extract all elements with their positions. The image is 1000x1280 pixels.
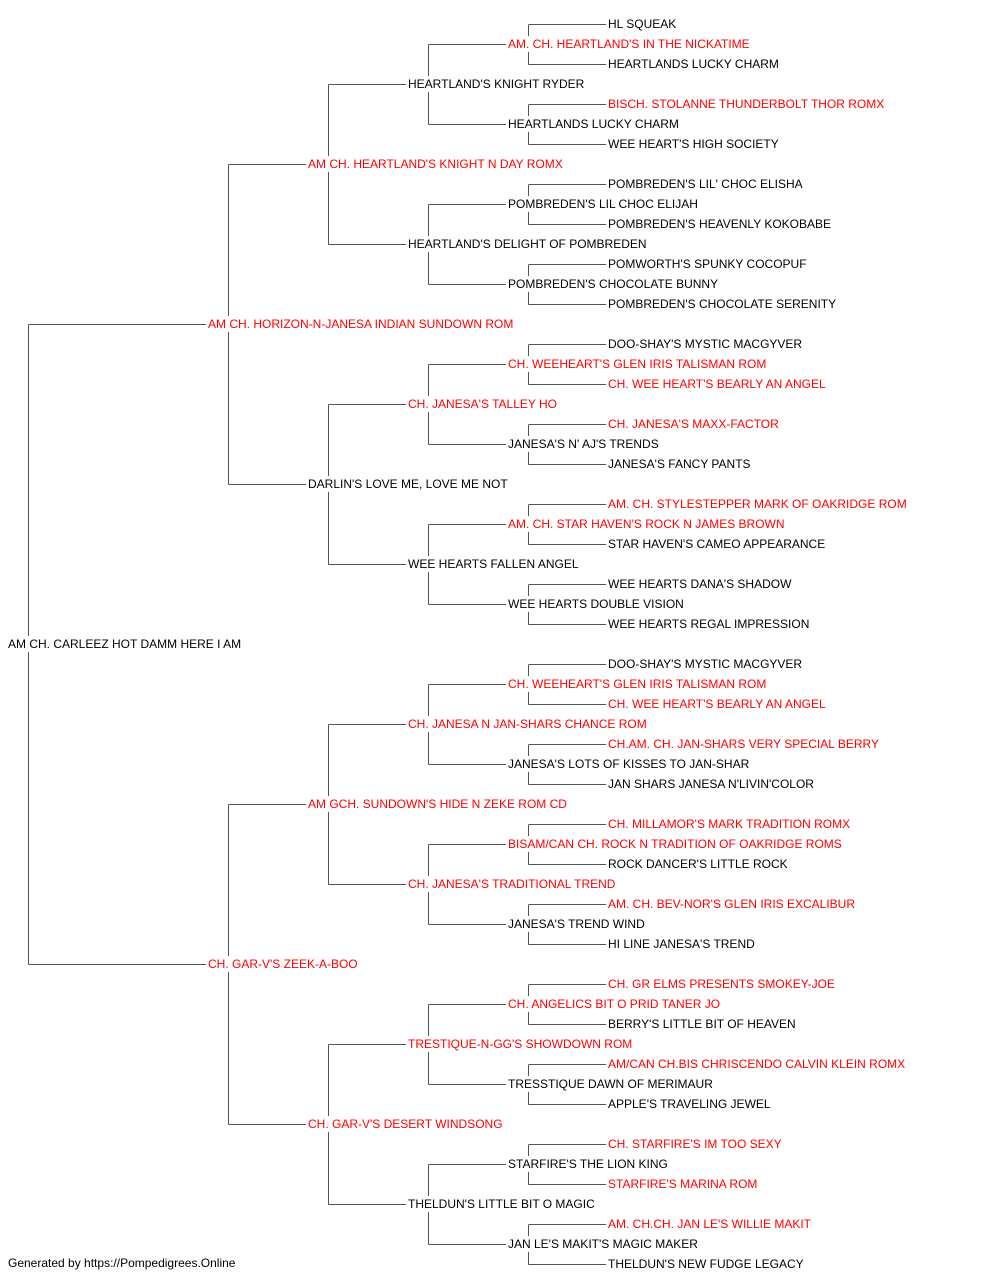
pedigree-node-dam-gen5[interactable]: JANESA'S FANCY PANTS — [608, 457, 751, 471]
generated-by-footer: Generated by https://Pompedigrees.Online — [8, 1256, 236, 1270]
pedigree-node-sire-gen4[interactable]: POMBREDEN'S LIL CHOC ELIJAH — [508, 197, 698, 211]
pedigree-node-sire-gen3[interactable]: CH. JANESA N JAN-SHARS CHANCE ROM — [408, 717, 647, 731]
pedigree-node-dam-gen5[interactable]: POMBREDEN'S CHOCOLATE SERENITY — [608, 297, 836, 311]
pedigree-node-sire-gen2[interactable]: AM CH. HEARTLAND'S KNIGHT N DAY ROMX — [308, 157, 563, 171]
pedigree-node-dam-gen5[interactable]: APPLE'S TRAVELING JEWEL — [608, 1097, 771, 1111]
pedigree-node-dam-gen5[interactable]: POMBREDEN'S HEAVENLY KOKOBABE — [608, 217, 831, 231]
pedigree-node-dam-gen4[interactable]: TRESSTIQUE DAWN OF MERIMAUR — [508, 1077, 713, 1091]
pedigree-node-dam-gen5[interactable]: WEE HEART'S HIGH SOCIETY — [608, 137, 779, 151]
pedigree-node-dam-gen4[interactable]: JANESA'S TREND WIND — [508, 917, 645, 931]
pedigree-node-dam-gen4[interactable]: JAN LE'S MAKIT'S MAGIC MAKER — [508, 1237, 698, 1251]
pedigree-node-sire-gen4[interactable]: AM. CH. STAR HAVEN'S ROCK N JAMES BROWN — [508, 517, 785, 531]
pedigree-node-dam-gen1[interactable]: CH. GAR-V'S ZEEK-A-BOO — [208, 957, 358, 971]
pedigree-node-dam-gen2[interactable]: CH. GAR-V'S DESERT WINDSONG — [308, 1117, 503, 1131]
pedigree-node-sire-gen4[interactable]: BISAM/CAN CH. ROCK N TRADITION OF OAKRID… — [508, 837, 842, 851]
pedigree-node-dam-gen2[interactable]: DARLIN'S LOVE ME, LOVE ME NOT — [308, 477, 508, 491]
pedigree-node-sire-gen4[interactable]: CH. ANGELICS BIT O PRID TANER JO — [508, 997, 720, 1011]
pedigree-node-dam-gen5[interactable]: JAN SHARS JANESA N'LIVIN'COLOR — [608, 777, 814, 791]
pedigree-node-dam-gen3[interactable]: WEE HEARTS FALLEN ANGEL — [408, 557, 579, 571]
pedigree-node-sire-gen5[interactable]: AM. CH. STYLESTEPPER MARK OF OAKRIDGE RO… — [608, 497, 907, 511]
pedigree-node-dam-gen5[interactable]: HI LINE JANESA'S TREND — [608, 937, 755, 951]
pedigree-node-dam-gen3[interactable]: CH. JANESA'S TRADITIONAL TREND — [408, 877, 616, 891]
pedigree-node-sire-gen5[interactable]: CH. GR ELMS PRESENTS SMOKEY-JOE — [608, 977, 835, 991]
pedigree-node-dam-gen5[interactable]: BERRY'S LITTLE BIT OF HEAVEN — [608, 1017, 796, 1031]
pedigree-node-dam-gen5[interactable]: CH. WEE HEART'S BEARLY AN ANGEL — [608, 697, 826, 711]
pedigree-node-sire-gen1[interactable]: AM CH. HORIZON-N-JANESA INDIAN SUNDOWN R… — [208, 317, 513, 331]
pedigree-node-sire-gen5[interactable]: HL SQUEAK — [608, 17, 676, 31]
pedigree-connectors — [28, 24, 606, 1265]
pedigree-node-dam-gen5[interactable]: HEARTLANDS LUCKY CHARM — [608, 57, 779, 71]
pedigree-node-dam-gen5[interactable]: ROCK DANCER'S LITTLE ROCK — [608, 857, 788, 871]
pedigree-node-sire-gen5[interactable]: DOO-SHAY'S MYSTIC MACGYVER — [608, 337, 802, 351]
pedigree-node-sire-gen3[interactable]: TRESTIQUE-N-GG'S SHOWDOWN ROM — [408, 1037, 632, 1051]
pedigree-node-sire-gen5[interactable]: CH.AM. CH. JAN-SHARS VERY SPECIAL BERRY — [608, 737, 879, 751]
pedigree-labels: AM CH. CARLEEZ HOT DAMM HERE I AM AM CH. … — [8, 17, 907, 1271]
pedigree-node-sire-gen5[interactable]: POMBREDEN'S LIL' CHOC ELISHA — [608, 177, 803, 191]
pedigree-node-sire-gen4[interactable]: STARFIRE'S THE LION KING — [508, 1157, 668, 1171]
pedigree-node-sire-gen3[interactable]: HEARTLAND'S KNIGHT RYDER — [408, 77, 585, 91]
pedigree-node-dam-gen4[interactable]: HEARTLANDS LUCKY CHARM — [508, 117, 679, 131]
pedigree-node-dam-gen5[interactable]: CH. WEE HEART'S BEARLY AN ANGEL — [608, 377, 826, 391]
pedigree-node-dam-gen3[interactable]: THELDUN'S LITTLE BIT O MAGIC — [408, 1197, 595, 1211]
pedigree-node-dam-gen4[interactable]: WEE HEARTS DOUBLE VISION — [508, 597, 684, 611]
pedigree-node-dam-gen5[interactable]: WEE HEARTS REGAL IMPRESSION — [608, 617, 809, 631]
pedigree-node-sire-gen4[interactable]: CH. WEEHEART'S GLEN IRIS TALISMAN ROM — [508, 677, 766, 691]
pedigree-node-sire-gen5[interactable]: CH. MILLAMOR'S MARK TRADITION ROMX — [608, 817, 850, 831]
pedigree-node-subject-gen0[interactable]: AM CH. CARLEEZ HOT DAMM HERE I AM — [8, 637, 241, 651]
pedigree-node-dam-gen4[interactable]: JANESA'S N' AJ'S TRENDS — [508, 437, 659, 451]
pedigree-node-sire-gen5[interactable]: AM. CH.CH. JAN LE'S WILLIE MAKIT — [608, 1217, 812, 1231]
pedigree-node-sire-gen4[interactable]: AM. CH. HEARTLAND'S IN THE NICKATIME — [508, 37, 750, 51]
pedigree-node-sire-gen4[interactable]: CH. WEEHEART'S GLEN IRIS TALISMAN ROM — [508, 357, 766, 371]
pedigree-node-dam-gen5[interactable]: STARFIRE'S MARINA ROM — [608, 1177, 757, 1191]
pedigree-node-dam-gen5[interactable]: STAR HAVEN'S CAMEO APPEARANCE — [608, 537, 825, 551]
pedigree-node-sire-gen5[interactable]: AM. CH. BEV-NOR'S GLEN IRIS EXCALIBUR — [608, 897, 855, 911]
pedigree-node-dam-gen4[interactable]: POMBREDEN'S CHOCOLATE BUNNY — [508, 277, 718, 291]
pedigree-node-sire-gen5[interactable]: POMWORTH'S SPUNKY COCOPUF — [608, 257, 807, 271]
pedigree-node-sire-gen5[interactable]: BISCH. STOLANNE THUNDERBOLT THOR ROMX — [608, 97, 884, 111]
pedigree-node-sire-gen5[interactable]: AM/CAN CH.BIS CHRISCENDO CALVIN KLEIN RO… — [608, 1057, 905, 1071]
pedigree-node-dam-gen3[interactable]: HEARTLAND'S DELIGHT OF POMBREDEN — [408, 237, 647, 251]
pedigree-node-sire-gen3[interactable]: CH. JANESA'S TALLEY HO — [408, 397, 557, 411]
pedigree-node-dam-gen4[interactable]: JANESA'S LOTS OF KISSES TO JAN-SHAR — [508, 757, 750, 771]
pedigree-node-dam-gen5[interactable]: THELDUN'S NEW FUDGE LEGACY — [608, 1257, 804, 1271]
pedigree-node-sire-gen2[interactable]: AM GCH. SUNDOWN'S HIDE N ZEKE ROM CD — [308, 797, 567, 811]
pedigree-node-sire-gen5[interactable]: CH. STARFIRE'S IM TOO SEXY — [608, 1137, 782, 1151]
pedigree-node-sire-gen5[interactable]: WEE HEARTS DANA'S SHADOW — [608, 577, 792, 591]
pedigree-node-sire-gen5[interactable]: CH. JANESA'S MAXX-FACTOR — [608, 417, 779, 431]
pedigree-node-sire-gen5[interactable]: DOO-SHAY'S MYSTIC MACGYVER — [608, 657, 802, 671]
